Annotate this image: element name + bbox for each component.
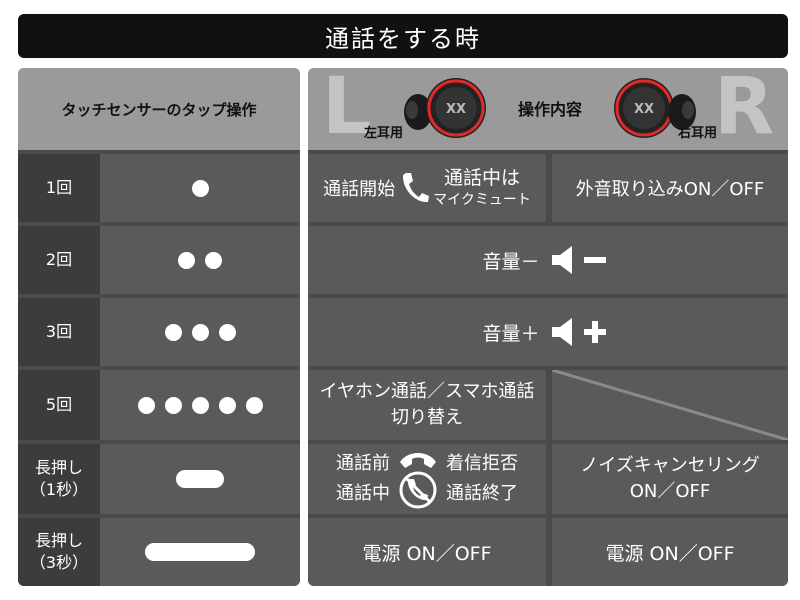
tap-count-1: 1回 (18, 154, 100, 222)
volume-down-label: 音量－ (482, 250, 540, 273)
tap-dot (218, 323, 236, 341)
call-reject-end-cell: 通話前 通話中 着信拒否 通話終了 (308, 444, 546, 514)
power-right-cell: 電源 ON／OFF (552, 518, 788, 586)
tap-dot (245, 396, 263, 414)
long-press-duration: （1秒） (29, 480, 89, 499)
left-letter: L (322, 68, 372, 150)
volume-up-label: 音量＋ (482, 322, 540, 345)
right-letter: R (713, 68, 774, 150)
long-press-label: 長押し (34, 458, 83, 477)
tap-count-3: 3回 (18, 298, 100, 366)
press-pattern-1s (100, 444, 300, 514)
end-call-label: 通話終了 (446, 483, 518, 504)
tap-dot (191, 396, 209, 414)
noise-cancel-line1: ノイズキャンセリング (580, 455, 760, 476)
short-press-bar (176, 470, 224, 488)
not-applicable-cell (552, 370, 788, 440)
tap-dot (164, 396, 182, 414)
device-switch-cell: イヤホン通話／スマホ通話 切り替え (308, 370, 546, 440)
tap-dot (164, 323, 182, 341)
long-press-label: 長押し (34, 531, 83, 550)
ambient-toggle-cell: 外音取り込みON／OFF (552, 154, 788, 222)
tap-pattern-3 (100, 298, 300, 366)
phone-crossed-icon (399, 471, 437, 509)
tap-count-5: 5回 (18, 370, 100, 440)
diagonal-strike (552, 370, 788, 440)
tap-column-header: タッチセンサーのタップ操作 (18, 68, 300, 150)
device-switch-line1: イヤホン通話／スマホ通話 (319, 381, 535, 402)
left-earbud-icon: XX (404, 78, 486, 138)
noise-cancel-line2: ON／OFF (629, 481, 711, 502)
tap-dot (137, 396, 155, 414)
tap-pattern-5 (100, 370, 300, 440)
volume-down-cell: 音量－ (308, 226, 788, 294)
long-press-duration: （3秒） (29, 553, 89, 572)
call-start-label: 通話開始 (323, 179, 396, 200)
power-left-cell: 電源 ON／OFF (308, 518, 546, 586)
mute-label-line2: マイクミュート (433, 192, 531, 208)
tap-dot (205, 251, 222, 269)
operation-column-header: L R XX 左耳用 操作内容 XX 右耳用 (308, 68, 788, 150)
speaker-minus-icon (551, 246, 606, 274)
call-start-cell: 通話開始 通話中は マイクミュート (308, 154, 546, 222)
hangup-icon (400, 453, 436, 468)
long-press-3s: 長押し （3秒） (18, 518, 100, 586)
during-call-label: 通話中 (336, 483, 390, 504)
phone-icon (403, 173, 430, 203)
tap-count-2: 2回 (18, 226, 100, 294)
right-earbud-icon: XX (614, 78, 696, 138)
right-ear-label: 右耳用 (678, 126, 718, 141)
tap-dot (191, 179, 209, 197)
volume-up-cell: 音量＋ (308, 298, 788, 366)
tap-dot (178, 251, 195, 269)
right-earbud-logo: XX (634, 102, 654, 117)
tap-pattern-1 (100, 154, 300, 222)
speaker-plus-icon (551, 318, 606, 346)
page-title: 通話をする時 (18, 14, 788, 58)
operation-header-label: 操作内容 (517, 100, 582, 119)
long-press-bar (145, 543, 255, 561)
device-switch-line2: 切り替え (391, 407, 463, 428)
left-ear-label: 左耳用 (364, 126, 404, 141)
tap-dot (191, 323, 209, 341)
mute-label-line1: 通話中は (443, 167, 520, 189)
before-call-label: 通話前 (336, 453, 390, 474)
tap-pattern-2 (100, 226, 300, 294)
long-press-1s: 長押し （1秒） (18, 444, 100, 514)
noise-cancel-cell: ノイズキャンセリング ON／OFF (552, 444, 788, 514)
tap-dot (218, 396, 236, 414)
left-earbud-logo: XX (446, 102, 466, 117)
reject-call-label: 着信拒否 (446, 453, 518, 474)
press-pattern-3s (100, 518, 300, 586)
